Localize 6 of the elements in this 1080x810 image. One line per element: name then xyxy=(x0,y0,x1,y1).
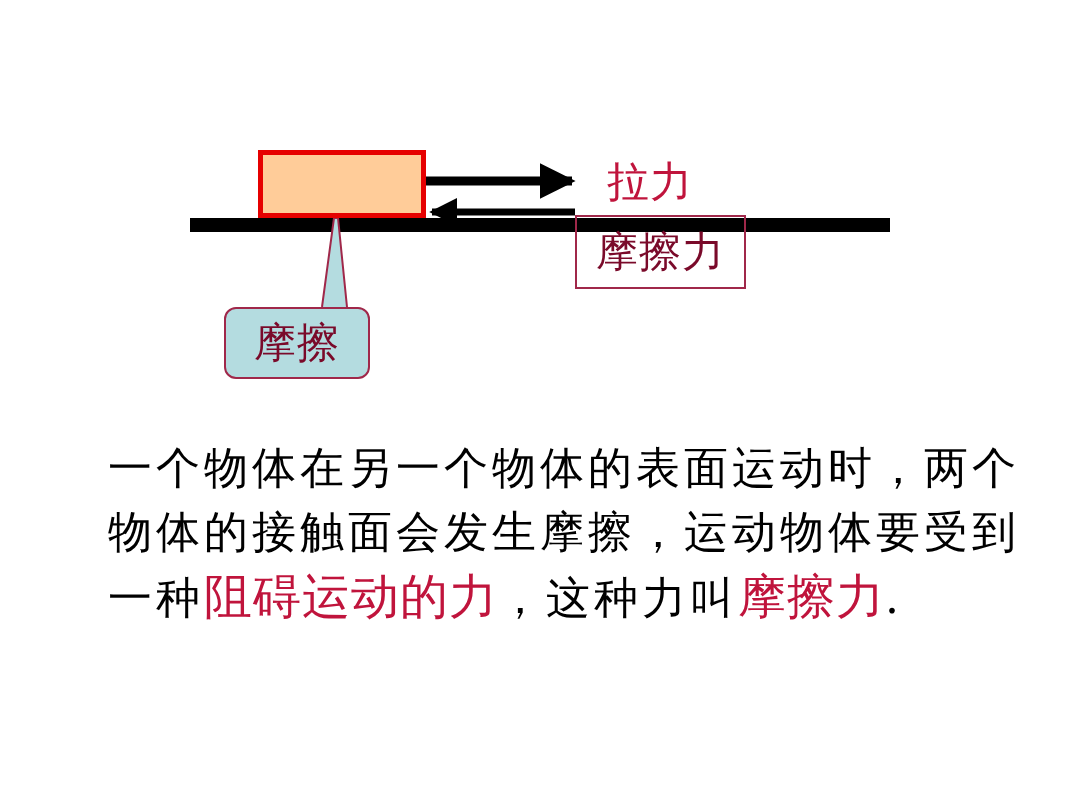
arrow xyxy=(426,163,576,199)
force-label: 拉力 xyxy=(600,158,700,206)
block-box xyxy=(258,150,426,218)
label-box: 摩擦力 xyxy=(575,215,746,289)
callout-box: 摩擦 xyxy=(224,307,370,379)
paragraph: 一个物体在另一个物体的表面运动时，两个物体的接触面会发生摩擦，运动物体要受到一种阻碍运动的力，这种力叫摩擦力. xyxy=(108,441,1021,626)
